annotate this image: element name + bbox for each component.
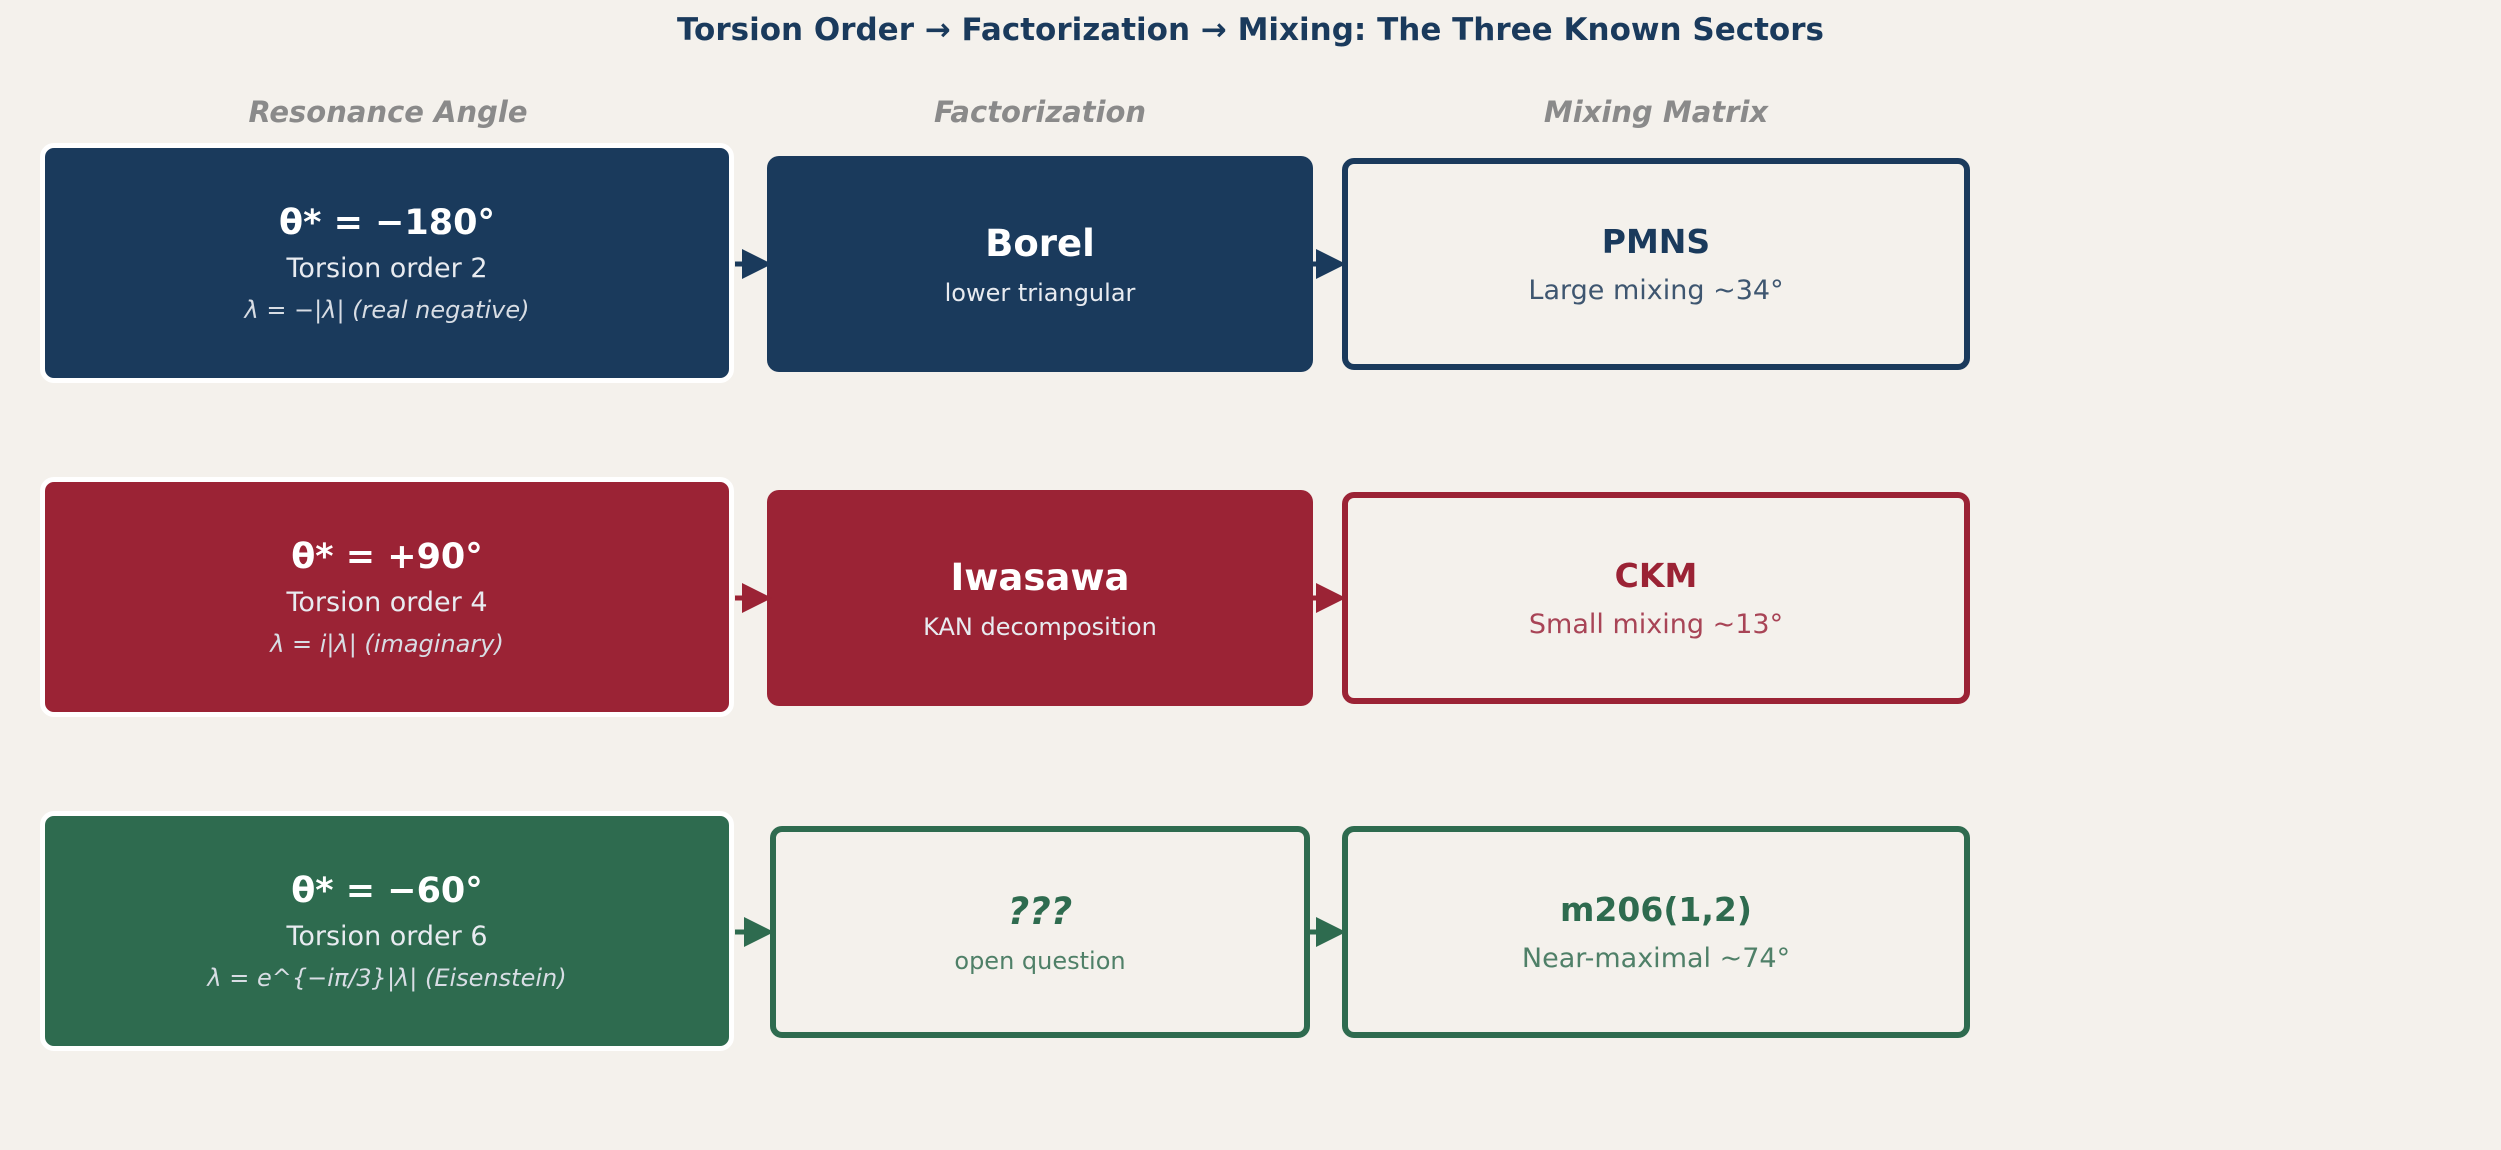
factorization-box-row1: Borel lower triangular <box>767 156 1313 372</box>
mixing-title: CKM <box>1614 556 1698 595</box>
factorization-title: Borel <box>985 221 1095 265</box>
torsion-label: Torsion order 6 <box>286 920 488 952</box>
torsion-label: Torsion order 4 <box>286 586 488 618</box>
column-header-resonance: Resonance Angle <box>248 95 528 129</box>
factorization-subtitle: lower triangular <box>944 278 1136 307</box>
torsion-label: Torsion order 2 <box>286 252 488 284</box>
angle-label: θ* = −60° <box>291 870 483 911</box>
mixing-box-row2: CKM Small mixing ~13° <box>1342 492 1970 704</box>
eigenvalue-label: λ = i|λ| (imaginary) <box>270 629 504 658</box>
resonance-box-row2: θ* = +90° Torsion order 4 λ = i|λ| (imag… <box>40 477 734 717</box>
eigenvalue-label: λ = −|λ| (real negative) <box>244 295 530 324</box>
mixing-subtitle: Near-maximal ~74° <box>1521 943 1791 974</box>
factorization-box-row2: Iwasawa KAN decomposition <box>767 490 1313 706</box>
factorization-box-row3: ??? open question <box>770 826 1310 1038</box>
eigenvalue-label: λ = e^{−iπ/3}|λ| (Eisenstein) <box>207 963 567 992</box>
mixing-subtitle: Large mixing ~34° <box>1528 275 1784 306</box>
column-header-mixing: Mixing Matrix <box>1543 95 1769 129</box>
mixing-box-row1: PMNS Large mixing ~34° <box>1342 158 1970 370</box>
factorization-subtitle: open question <box>954 946 1126 975</box>
diagram-title: Torsion Order → Factorization → Mixing: … <box>677 12 1824 48</box>
angle-label: θ* = −180° <box>279 202 495 243</box>
factorization-title: ??? <box>1007 889 1073 933</box>
factorization-subtitle: KAN decomposition <box>923 612 1157 641</box>
resonance-box-row3: θ* = −60° Torsion order 6 λ = e^{−iπ/3}|… <box>40 811 734 1051</box>
mixing-box-row3: m206(1,2) Near-maximal ~74° <box>1342 826 1970 1038</box>
factorization-title: Iwasawa <box>950 555 1130 599</box>
mixing-title: PMNS <box>1601 222 1711 261</box>
resonance-box-row1: θ* = −180° Torsion order 2 λ = −|λ| (rea… <box>40 143 734 383</box>
angle-label: θ* = +90° <box>291 536 483 577</box>
mixing-subtitle: Small mixing ~13° <box>1528 609 1784 640</box>
mixing-title: m206(1,2) <box>1560 890 1752 929</box>
column-header-factorization: Factorization <box>933 95 1147 129</box>
